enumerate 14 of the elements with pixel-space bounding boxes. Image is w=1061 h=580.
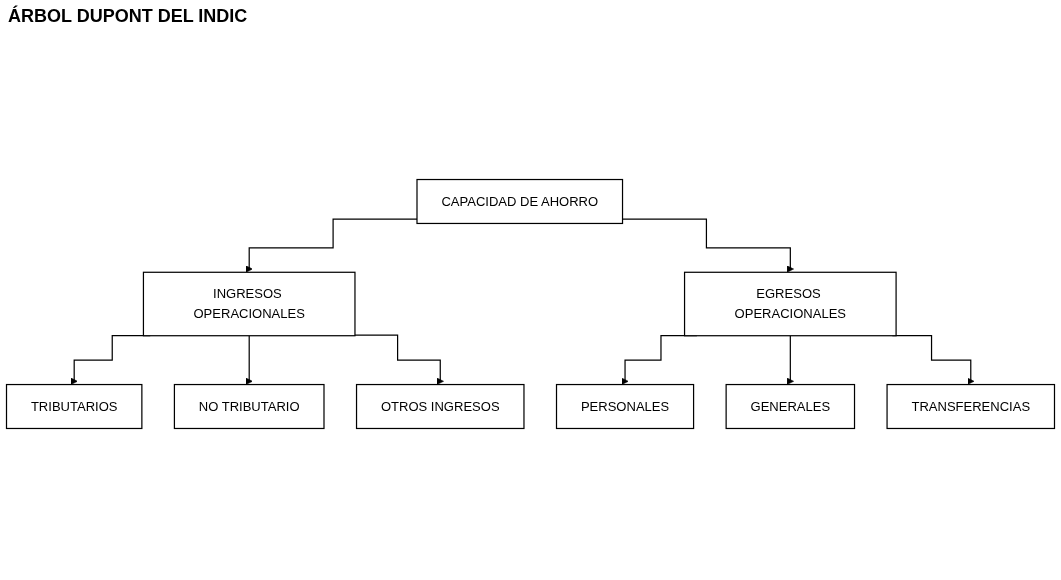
arrow	[245, 218, 418, 273]
arrow	[786, 335, 794, 385]
node-box: OTROS INGRESOS	[355, 383, 525, 430]
node-box: TRANSFERENCIAS	[886, 383, 1056, 430]
node-box: CAPACIDAD DE AHORRO	[416, 178, 624, 225]
arrow	[245, 335, 253, 385]
node-box: PERSONALES	[555, 383, 695, 430]
node-box: TRIBUTARIOS	[5, 383, 143, 430]
diagram-title: ÁRBOL DUPONT DEL INDIC	[8, 6, 248, 27]
node-box: EGRESOS OPERACIONALES	[683, 271, 897, 337]
node-box: GENERALES	[725, 383, 856, 430]
arrow	[354, 334, 444, 385]
node-box: INGRESOS OPERACIONALES	[142, 271, 356, 337]
node-box: NO TRIBUTARIO	[173, 383, 325, 430]
